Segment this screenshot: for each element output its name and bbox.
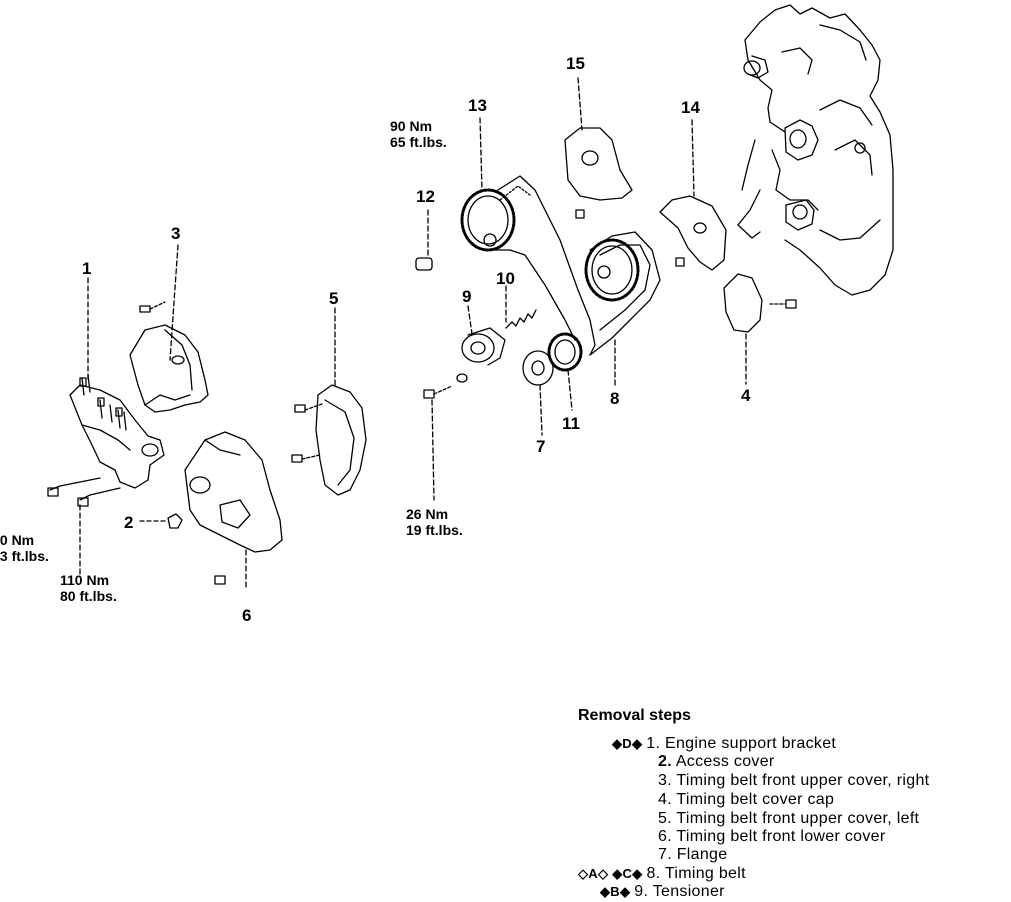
- torque-spec-cut: i0 Nm i3 ft.lbs.: [0, 532, 49, 564]
- callout-7: 7: [536, 437, 546, 456]
- torque-nm: 26 Nm: [406, 506, 449, 522]
- callout-14: 14: [681, 98, 700, 117]
- step-text: 8. Timing belt: [646, 865, 746, 882]
- part-1-engine-support-bracket: [47, 277, 165, 576]
- part-4-cover-cap: [723, 273, 797, 385]
- torque-nm: 110 Nm: [60, 572, 110, 588]
- callout-15: 15: [566, 54, 585, 73]
- torque-spec-12: 90 Nm 65 ft.lbs.: [390, 118, 447, 150]
- step-3: 3. Timing belt front upper cover, right: [658, 772, 930, 789]
- callout-6: 6: [242, 606, 252, 625]
- torque-nm: i0 Nm: [0, 532, 35, 548]
- service-marks: ◆B◆: [600, 884, 631, 899]
- service-marks: ◇A◇ ◆C◆: [578, 866, 643, 881]
- callout-9: 9: [462, 287, 472, 306]
- part-14-sprocket-right: [584, 238, 640, 302]
- callout-3: 3: [171, 224, 181, 243]
- step-4: 4. Timing belt cover cap: [658, 791, 835, 808]
- callout-5: 5: [329, 289, 339, 308]
- step-9: ◆B◆9. Tensioner: [600, 883, 725, 901]
- part-3-upper-cover-right: [129, 244, 209, 413]
- service-marks: ◆D◆: [612, 736, 643, 751]
- part-12-bolt: [415, 209, 433, 271]
- callout-10: 10: [496, 269, 515, 288]
- step-2: 2. Access cover: [658, 753, 775, 771]
- torque-spec-26: 26 Nm 19 ft.lbs.: [406, 506, 463, 538]
- torque-ftlbs: 80 ft.lbs.: [60, 588, 117, 604]
- callout-4: 4: [741, 386, 751, 405]
- torque-ftlbs: 65 ft.lbs.: [390, 134, 447, 150]
- part-13-camshaft-sprocket: [460, 117, 516, 252]
- part-14-rear-plate: [659, 119, 727, 271]
- part-2-access-cover: [139, 513, 183, 529]
- callout-8: 8: [610, 389, 620, 408]
- torque-nm: 90 Nm: [390, 118, 433, 134]
- step-text: 1. Engine support bracket: [646, 735, 837, 752]
- part-15-belt-cover: [564, 77, 633, 219]
- part-10-tensioner-spring: [505, 285, 537, 329]
- torque-spec-110: 110 Nm 80 ft.lbs.: [60, 572, 117, 604]
- part-6-lower-cover: [184, 431, 283, 591]
- step-8: ◇A◇ ◆C◆8. Timing belt: [578, 865, 746, 883]
- part-11-crankshaft-sprocket: [547, 332, 583, 411]
- part-8-timing-belt: [487, 175, 661, 386]
- step-number: 2.: [658, 753, 672, 770]
- callout-1: 1: [82, 259, 92, 278]
- part-7-flange: [522, 350, 554, 436]
- legend-title: Removal steps: [578, 707, 691, 724]
- torque-ftlbs: 19 ft.lbs.: [406, 522, 463, 538]
- callout-2: 2: [124, 513, 134, 532]
- part-9-tensioner: [461, 305, 506, 366]
- removal-steps-legend: Removal steps ◆D◆1. Engine support brack…: [578, 707, 1003, 902]
- step-text: Access cover: [671, 753, 775, 770]
- torque-ftlbs: i3 ft.lbs.: [0, 548, 49, 564]
- engine-block: [737, 4, 894, 296]
- step-6: 6. Timing belt front lower cover: [658, 828, 886, 845]
- step-7: 7. Flange: [658, 846, 728, 863]
- tensioner-bolt: [423, 373, 468, 501]
- step-5: 5. Timing belt front upper cover, left: [658, 810, 920, 827]
- callout-12: 12: [416, 187, 435, 206]
- part-5-upper-cover-left: [291, 307, 367, 496]
- step-1: ◆D◆1. Engine support bracket: [612, 735, 836, 753]
- callout-11: 11: [562, 414, 580, 433]
- step-text: 9. Tensioner: [634, 883, 725, 900]
- callout-13: 13: [468, 96, 487, 115]
